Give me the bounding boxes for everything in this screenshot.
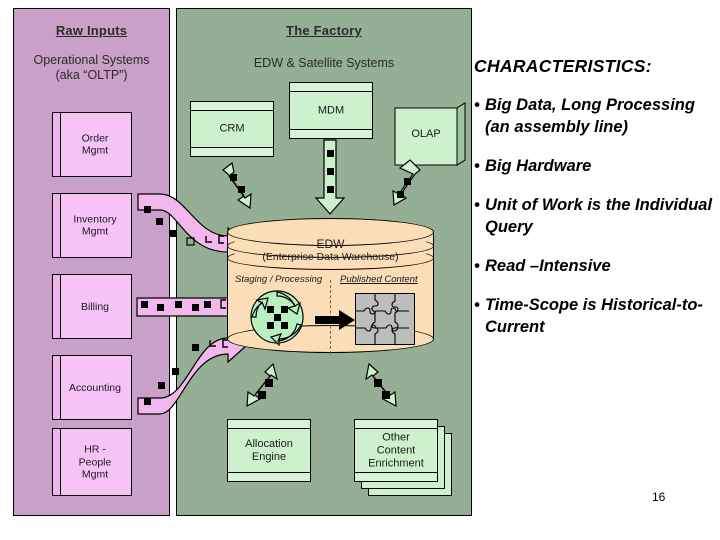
edw-subtitle: (Enterprise Data Warehouse) [262, 251, 399, 263]
card-label: MDM [317, 104, 345, 116]
characteristics-panel: CHARACTERISTICS: Big Data, Long Processi… [474, 56, 720, 338]
system-card-olap[interactable]: OLAP [394, 102, 466, 166]
factory-title: The Factory [286, 23, 362, 38]
puzzle-grid-icon [355, 293, 415, 345]
edw-right-section-label: Published Content [340, 274, 418, 285]
raw-inputs-title: Raw Inputs [55, 23, 128, 38]
characteristics-list: Big Data, Long Processing (an assembly l… [474, 94, 720, 338]
characteristics-item: Read –Intensive [474, 255, 720, 277]
card-spine [53, 194, 61, 257]
card-band-top [290, 83, 372, 92]
card-band-top [228, 420, 310, 429]
card-label: OLAP [411, 128, 441, 140]
factory-subtitle: EDW & Satellite Systems [253, 56, 395, 70]
card-band-top [355, 420, 437, 429]
raw-inputs-subtitle: Operational Systems (aka “OLTP”) [14, 53, 169, 83]
cylinder-ring-2 [227, 246, 434, 270]
card-band-bottom [290, 129, 372, 138]
characteristics-item: Unit of Work is the Individual Query [474, 194, 720, 238]
page-number: 16 [652, 490, 666, 504]
card-spine [53, 113, 61, 176]
card-band-bottom [191, 147, 273, 156]
card-label: CRM [219, 122, 245, 135]
card-band-bottom [228, 472, 310, 481]
cylinder-top-cap [227, 218, 434, 246]
system-card-crm[interactable]: CRM [190, 101, 274, 157]
characteristics-item: Time-Scope is Historical-to-Current [474, 294, 720, 338]
card-spine [53, 356, 61, 419]
system-card-billing[interactable]: Billing [52, 274, 135, 342]
system-card-accounting[interactable]: Accounting [52, 355, 135, 423]
raw-inputs-subtitle-line1: Operational Systems [33, 53, 150, 67]
characteristics-item: Big Data, Long Processing (an assembly l… [474, 94, 720, 138]
card-label: Billing [80, 300, 109, 313]
edw-left-section-label: Staging / Processing [235, 274, 323, 285]
card-band-top [191, 102, 273, 111]
raw-inputs-subtitle-line2: (aka “OLTP”) [55, 68, 128, 82]
card-spine [53, 275, 61, 338]
recycle-process-icon [250, 290, 304, 346]
card-spine [53, 429, 61, 495]
characteristics-item: Big Hardware [474, 155, 720, 177]
card-label: Accounting [69, 381, 121, 394]
edw-title: EDW [316, 237, 345, 251]
black-right-arrow-icon [315, 310, 355, 330]
system-card-mdm[interactable]: MDM [289, 82, 373, 139]
card-band-bottom [355, 472, 437, 481]
characteristics-heading: CHARACTERISTICS: [474, 56, 652, 76]
